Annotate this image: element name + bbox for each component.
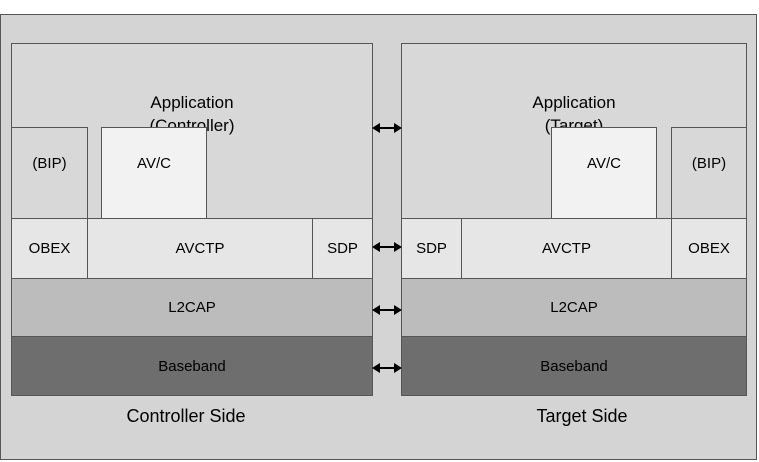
controller-l2cap-block: L2CAP	[11, 278, 373, 337]
target-avc-block: AV/C	[551, 127, 657, 219]
controller-side-label: Controller Side	[126, 406, 246, 426]
controller-avctp-block: AVCTP	[87, 218, 313, 279]
target-avctp-block: AVCTP	[461, 218, 672, 279]
controller-avc-block: AV/C	[101, 127, 207, 219]
target-sdp-block: SDP	[401, 218, 462, 279]
controller-obex-block: OBEX	[11, 218, 88, 279]
target-side-label: Target Side	[536, 406, 628, 426]
controller-bip-block: (BIP)	[11, 127, 88, 219]
application-double-arrow	[372, 123, 402, 133]
target-obex-block: OBEX	[671, 218, 747, 279]
sdp-double-arrow	[372, 242, 402, 252]
target-baseband-block: Baseband	[401, 336, 747, 396]
l2cap-double-arrow	[372, 305, 402, 315]
target-bip-block: (BIP)	[671, 127, 747, 219]
controller-sdp-block: SDP	[312, 218, 373, 279]
controller-baseband-block: Baseband	[11, 336, 373, 396]
target-l2cap-block: L2CAP	[401, 278, 747, 337]
baseband-double-arrow	[372, 363, 402, 373]
